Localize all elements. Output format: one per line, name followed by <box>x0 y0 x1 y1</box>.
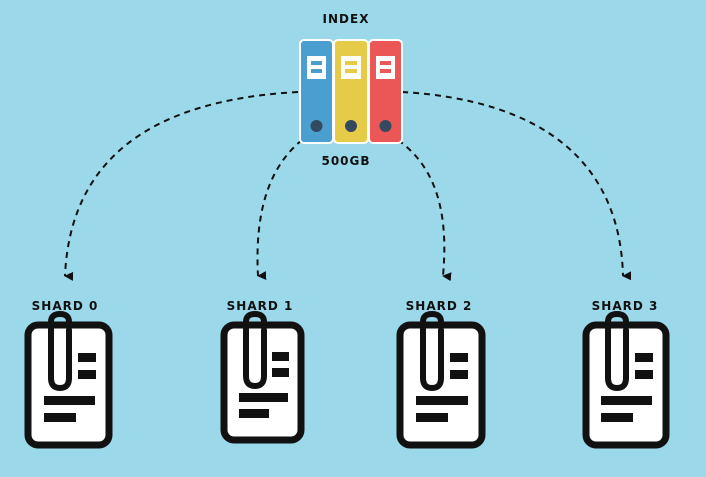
index-size-label: 500GB <box>321 154 371 168</box>
shard-label: SHARD 0 <box>31 299 99 313</box>
arrow-to-shard-1 <box>256 139 303 281</box>
shard-label: SHARD 1 <box>226 299 294 313</box>
shard-label: SHARD 3 <box>591 299 659 313</box>
shard-1-document <box>220 310 305 444</box>
clipboard-document-icon <box>24 310 113 449</box>
clipboard-document-icon <box>220 310 305 444</box>
binder-yellow <box>333 39 369 144</box>
index-title: INDEX <box>322 12 370 26</box>
binders-icon <box>299 39 403 144</box>
arrow-to-shard-2 <box>397 139 452 282</box>
shard-0-document <box>24 310 113 449</box>
shard-label: SHARD 2 <box>405 299 473 313</box>
shard-3-document <box>582 310 670 449</box>
clipboard-document-icon <box>396 310 486 449</box>
shard-2-document <box>396 310 486 449</box>
binder-blue <box>299 39 334 144</box>
arrow-to-shard-3 <box>401 91 632 281</box>
arrow-to-shard-0 <box>64 91 299 281</box>
binder-red <box>368 39 403 144</box>
clipboard-document-icon <box>582 310 670 449</box>
